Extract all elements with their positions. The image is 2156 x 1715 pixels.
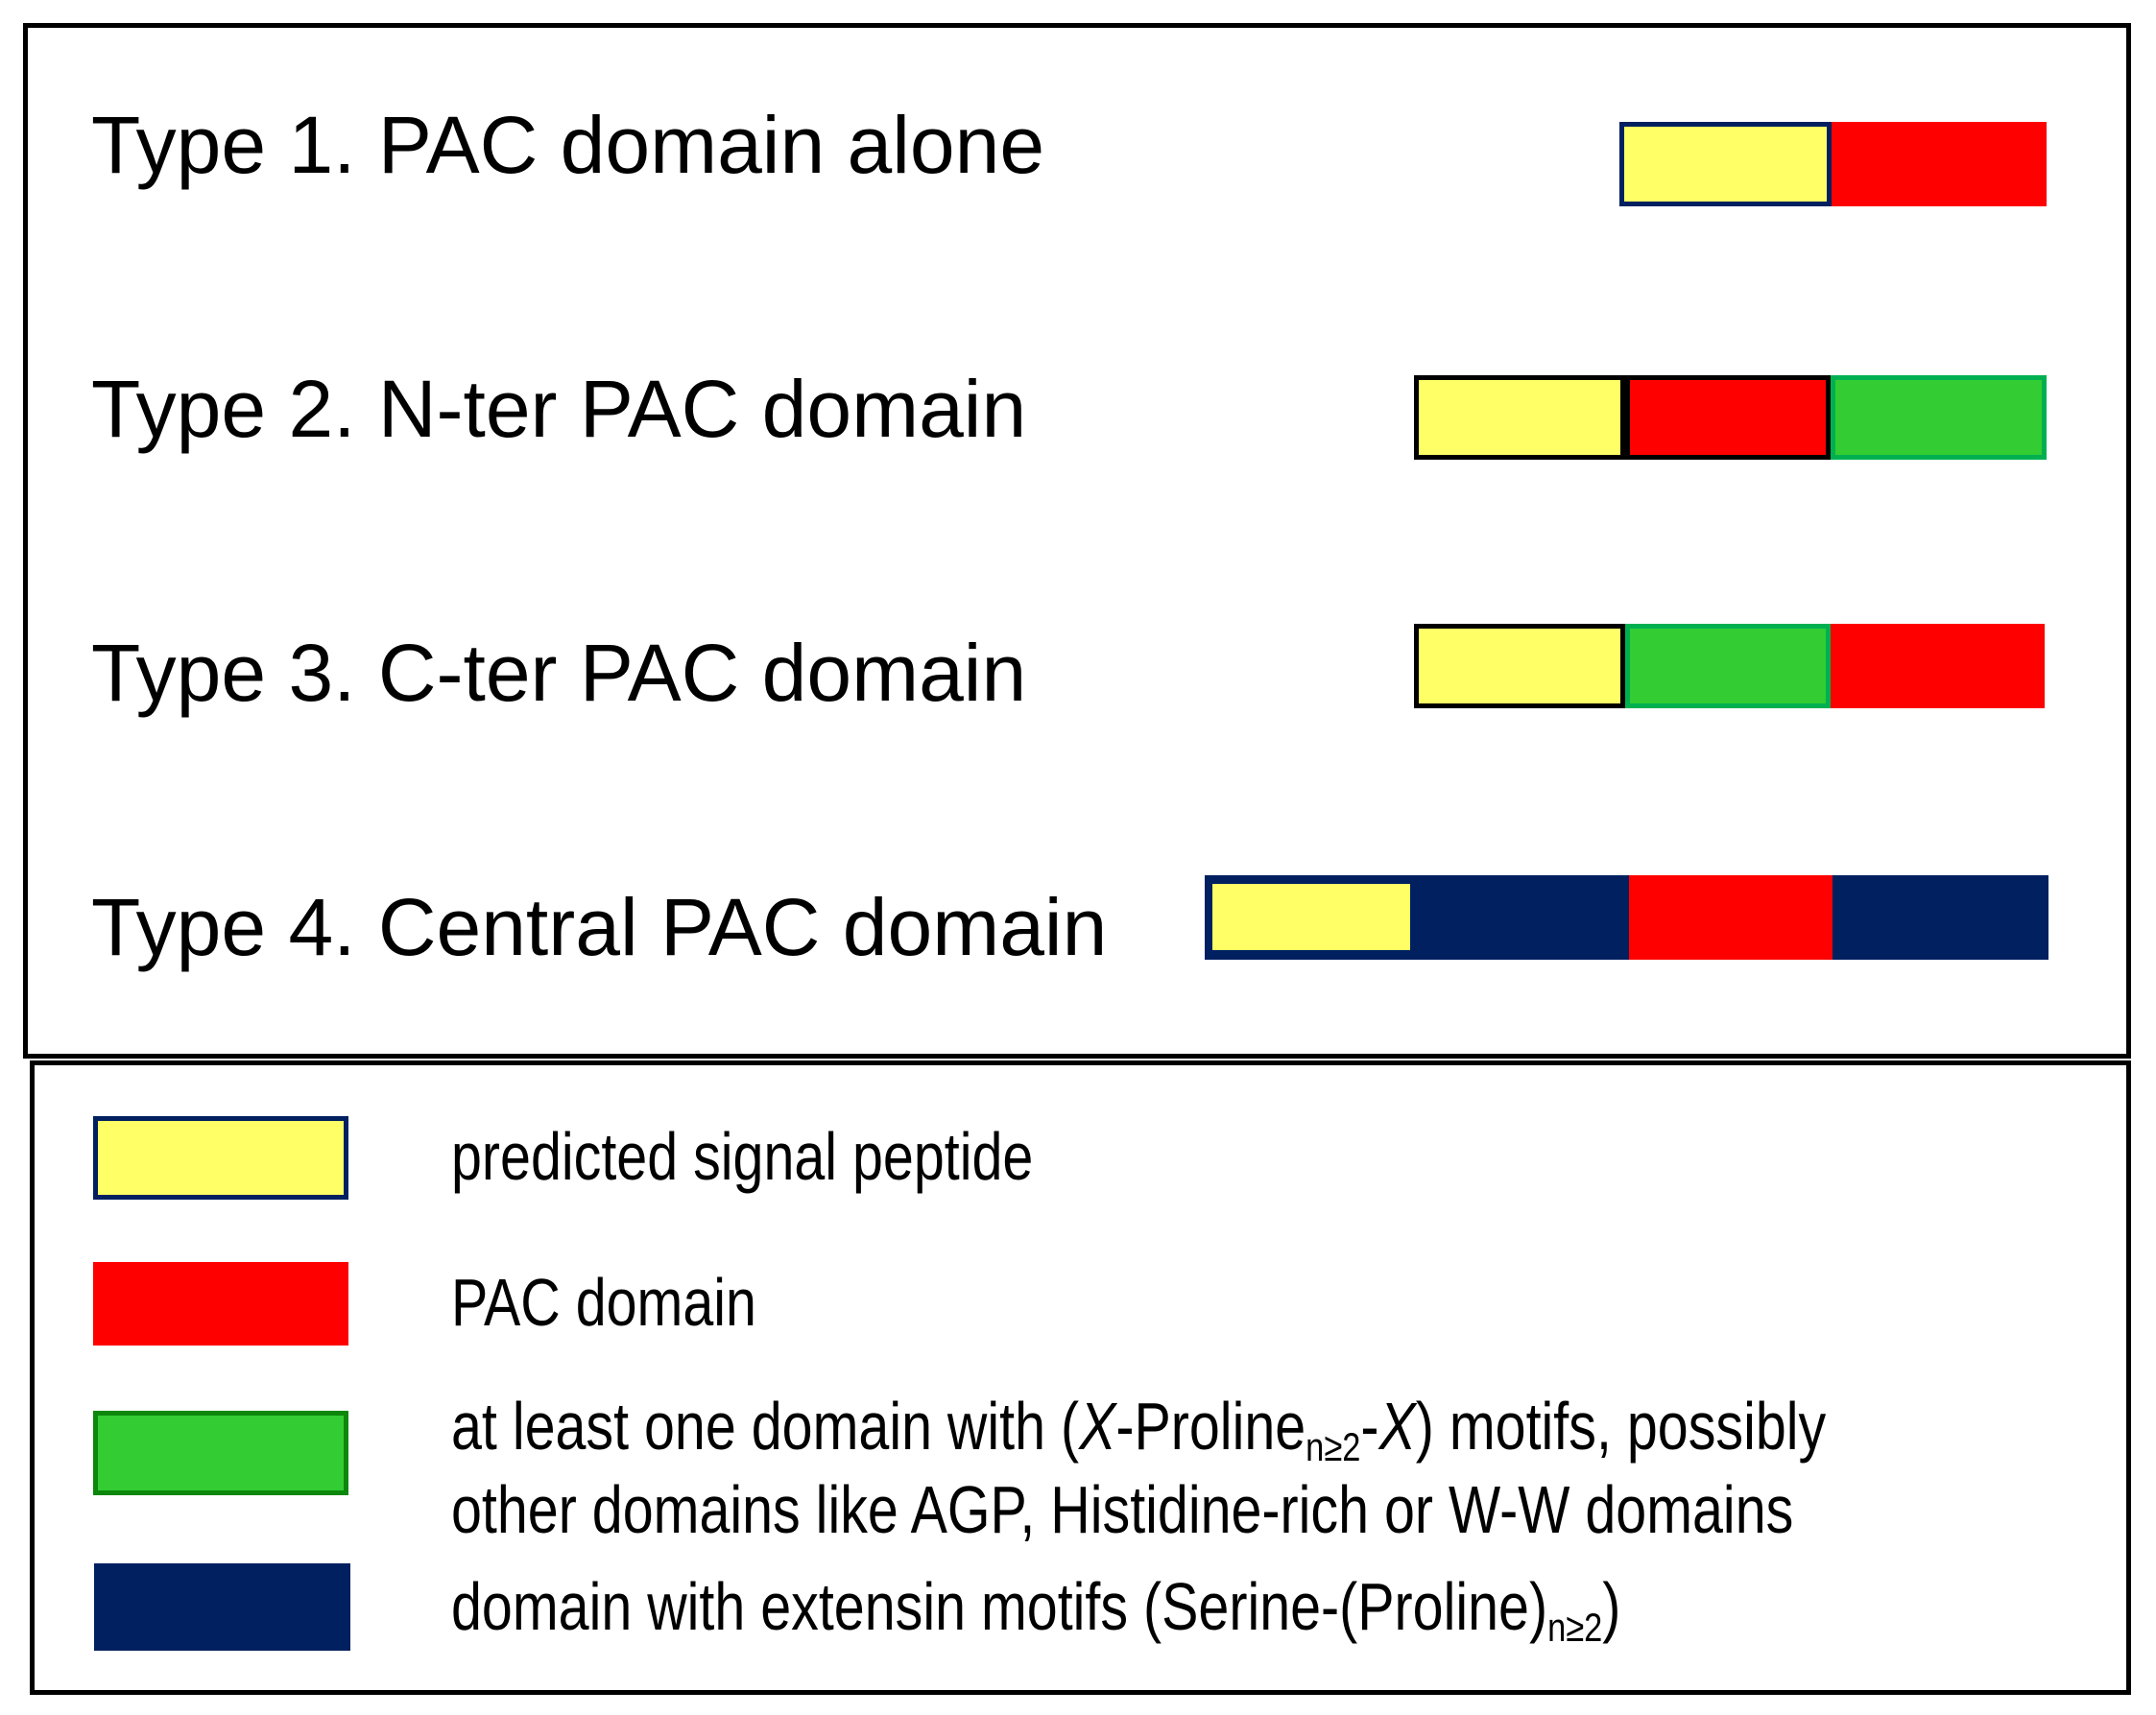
legend-label-pac-domain: PAC domain xyxy=(451,1265,756,1340)
legend-swatch-extensin-domain xyxy=(94,1563,350,1651)
segment-signal-peptide xyxy=(1414,375,1625,460)
legend-swatch-proline-motif-domain xyxy=(93,1411,348,1495)
legend-label-proline-motif-domain: at least one domain with (X-Prolinen≥2-X… xyxy=(451,1389,1827,1547)
type-label-3: Type 3. C-ter PAC domain xyxy=(91,628,1027,718)
legend-swatch-pac-domain xyxy=(93,1262,348,1346)
legend-panel xyxy=(30,1060,2131,1695)
domain-types-panel xyxy=(23,23,2131,1059)
segment-proline-motif-domain xyxy=(1625,624,1831,708)
legend-swatch-signal-peptide xyxy=(93,1116,348,1200)
type-label-1: Type 1. PAC domain alone xyxy=(91,100,1045,190)
segment-pac-domain xyxy=(1831,624,2045,708)
type-label-2: Type 2. N-ter PAC domain xyxy=(91,364,1027,454)
legend-label-extensin-domain: domain with extensin motifs (Serine-(Pro… xyxy=(451,1569,1621,1650)
segment-pac-domain xyxy=(1832,122,2047,206)
segment-signal-peptide xyxy=(1619,122,1832,206)
segment-signal-peptide xyxy=(1210,881,1413,953)
segment-pac-domain xyxy=(1625,375,1831,460)
segment-proline-motif-domain xyxy=(1831,375,2047,460)
segment-pac-domain xyxy=(1629,875,1833,960)
legend-label-signal-peptide: predicted signal peptide xyxy=(451,1119,1034,1194)
type-label-4: Type 4. Central PAC domain xyxy=(91,882,1108,972)
segment-signal-peptide xyxy=(1414,624,1625,708)
